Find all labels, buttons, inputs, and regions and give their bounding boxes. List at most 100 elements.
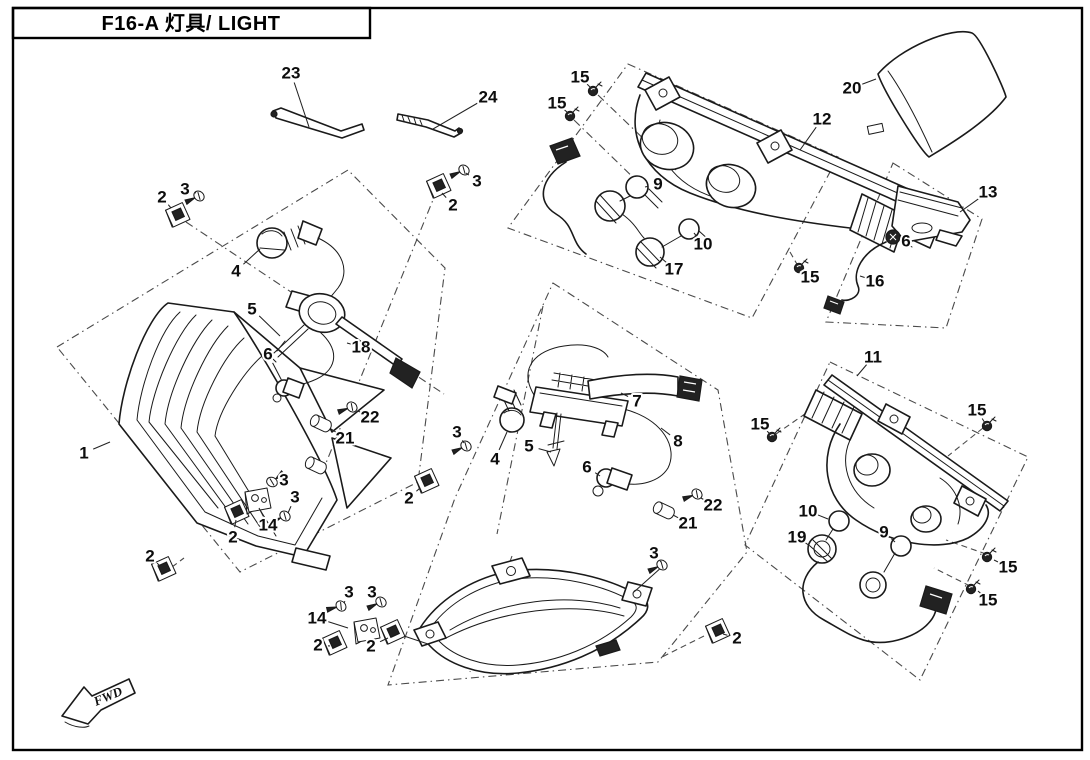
callout-leader-line [722, 633, 728, 636]
part-callout-number: 3 [649, 544, 658, 563]
wire-stalk-18 [335, 316, 421, 389]
callout-leader-line [817, 514, 829, 520]
part-callout-number: 18 [352, 338, 371, 357]
callout-leader-line [287, 505, 292, 514]
part-callout-number: 3 [452, 423, 461, 442]
part-callout-number: 2 [157, 188, 166, 207]
callout-leader-line [804, 542, 811, 547]
socket-6-left [272, 331, 335, 403]
part-callout-number: 9 [653, 175, 662, 194]
adjuster-stem-5 [546, 412, 565, 467]
callout-leader-line [272, 362, 283, 382]
part-callout-number: 3 [290, 488, 299, 507]
callout-leader-line [977, 590, 981, 594]
callout-leader-line [167, 204, 172, 209]
part-callout-number: 22 [704, 496, 723, 515]
part-callout-number: 9 [879, 523, 888, 542]
callout-leader-line [441, 192, 447, 198]
bolt-15-icon [587, 81, 603, 97]
hardware-layer [150, 81, 997, 657]
part-callout-number: 4 [490, 450, 500, 469]
part-callout-number: 15 [751, 415, 770, 434]
callout-leader-line [861, 78, 877, 85]
part-callout-number: 2 [313, 636, 322, 655]
bolt-15-icon [564, 106, 580, 122]
harness-17 [542, 137, 711, 269]
callout-leader-line [586, 83, 592, 89]
part-callout-number: 2 [366, 637, 375, 656]
callout-leader-line [234, 519, 237, 528]
part-callout-number: 21 [679, 514, 698, 533]
center-holder-assembly [493, 344, 703, 497]
screw-22-icon [680, 484, 705, 509]
part-callout-number: 2 [145, 547, 154, 566]
callout-leader-line [326, 620, 349, 629]
part-callout-number: 2 [448, 196, 457, 215]
part-callout-number: 5 [524, 437, 533, 456]
bulb-10 [828, 510, 850, 532]
cover-panel-20 [866, 30, 1007, 158]
callout-leader-line [156, 562, 161, 567]
callout-leader-line [700, 497, 705, 501]
callout-leader-line [343, 600, 346, 604]
boundary-center-lamp [387, 282, 748, 686]
bulb-holder-5-left [269, 237, 346, 363]
part-callout-number: 6 [263, 345, 272, 364]
part-callout-number: 22 [361, 408, 380, 427]
part-callout-number: 15 [801, 268, 820, 287]
part-callout-number: 2 [228, 528, 237, 547]
callout-leader-line [92, 441, 111, 450]
bulb-10 [678, 218, 700, 240]
boundary-headlight-right [744, 361, 1029, 681]
lens-cover-assembly [397, 557, 664, 675]
part-callout-number: 3 [344, 583, 353, 602]
page-title: F16-A 灯具/ LIGHT [102, 12, 281, 35]
part-callout-number: 3 [367, 583, 376, 602]
callout-leader-line [856, 364, 868, 377]
callout-leader-line [461, 440, 465, 444]
bulb-4-center [493, 385, 525, 433]
part-callout-number: 15 [548, 94, 567, 113]
part-callout-number: 14 [259, 516, 278, 535]
callout-leader-line [693, 232, 698, 237]
part-callout-number: 3 [472, 172, 481, 191]
callout-leader-line [891, 538, 896, 543]
callout-leader-line [432, 101, 480, 130]
callout-leader-line [346, 342, 352, 345]
part-callout-number: 23 [282, 64, 301, 83]
callout-leader-line [659, 560, 662, 563]
bulb-9 [890, 535, 912, 557]
boundary-headlight-left [56, 169, 446, 573]
clip-2-icon [321, 629, 349, 657]
drawing-frame [11, 6, 1084, 752]
fwd-direction-arrow: FWD [61, 678, 136, 728]
headlight-right-assembly [802, 374, 1009, 644]
callout-leader-line [859, 275, 866, 279]
cap-21-icon [651, 499, 677, 521]
part-callout-number: 3 [279, 471, 288, 490]
part-callout-number: 24 [479, 88, 498, 107]
clip-2-icon [704, 617, 732, 645]
socket-6-top-right [885, 229, 913, 248]
part-callout-number: 8 [673, 432, 682, 451]
part-callout-number: 10 [799, 502, 818, 521]
callout-leader-line [379, 637, 389, 643]
part-callout-number: 19 [788, 528, 807, 547]
part-callout-number: 15 [999, 558, 1018, 577]
title-box [11, 6, 372, 40]
callout-leader-line [800, 268, 803, 271]
screw-3-icon [448, 160, 472, 185]
callout-leader-line [959, 197, 981, 213]
part-callout-number: 2 [732, 629, 741, 648]
callout-leader-line [498, 431, 508, 451]
part-callout-number: 1 [79, 444, 88, 463]
headlight-left-assembly [118, 220, 421, 571]
harness-19 [802, 510, 953, 644]
bolt-15-icon [981, 547, 997, 563]
part-callout-number: 6 [901, 232, 910, 251]
callout-leader-line [258, 315, 281, 337]
callout-leader-line [594, 472, 601, 477]
